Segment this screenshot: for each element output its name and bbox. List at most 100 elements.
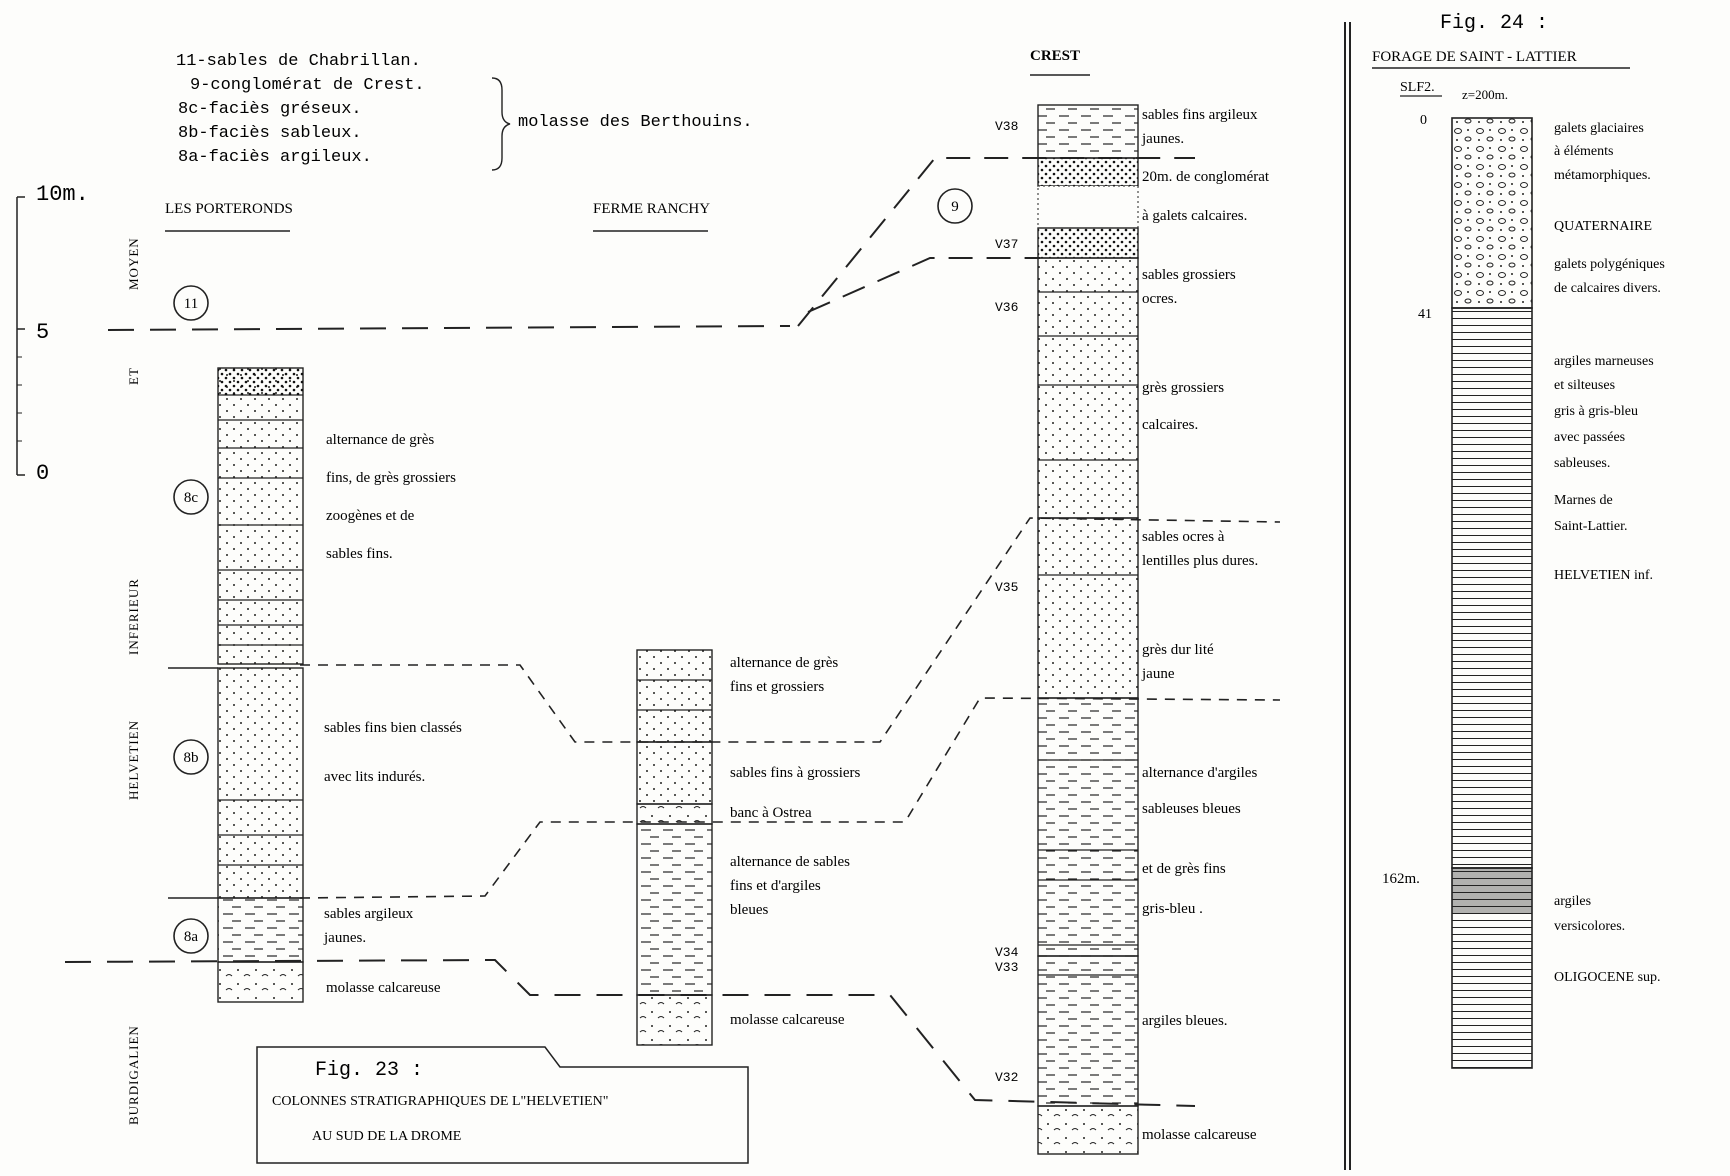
fig24-label: métamorphiques. [1554,168,1651,183]
sample-label: V36 [995,300,1018,315]
stage-moyen: MOYEN [126,237,141,290]
crest-label: jaune [1141,666,1175,682]
fig24-title: Fig. 24 : [1440,12,1548,35]
fig24-label: argiles [1554,894,1591,909]
crest-label: sables ocres à [1142,529,1225,545]
unit-circle [173,479,209,515]
fig24-label: avec passées [1554,430,1625,445]
ranchy-label: sables fins à grossiers [730,765,861,781]
crest-label: sables grossiers [1142,267,1236,283]
ranchy-label: banc à Ostrea [730,805,812,821]
crest-label: 20m. de conglomérat [1142,169,1270,185]
unit-circle [937,188,973,224]
stage-helvetien: HELVETIEN [126,720,141,800]
fig24-label: versicolores. [1554,919,1625,934]
ranchy-label: bleues [730,902,768,918]
legend-item: 9-conglomérat de Crest. [190,76,425,95]
crest-label: lentilles plus dures. [1142,553,1258,569]
scale-mid-label: 5 [36,320,49,345]
unit-circle-label: 8a [184,929,199,945]
crest-label: et de grès fins [1142,861,1226,877]
ranchy-label: alternance de grès [730,655,838,671]
crest-label: sables fins argileux [1142,107,1258,123]
crest-label: argiles bleues. [1142,1013,1228,1029]
fig24-borehole: Fig. 24 : FORAGE DE SAINT - LATTIER SLF2… [1372,12,1630,1069]
fig24-label: galets glaciaires [1554,121,1644,136]
sample-label: V32 [995,1070,1018,1085]
scale-top-label: 10m. [36,182,89,207]
legend-item: 8c-faciès gréseux. [178,100,362,119]
fig24-label: galets polygéniques [1554,257,1665,272]
stage-inferieur: INFERIEUR [126,578,141,655]
unit-circle [173,918,209,954]
fig23-caption: Fig. 23 : COLONNES STRATIGRAPHIQUES DE L… [256,1046,749,1164]
fig23-line1: COLONNES STRATIGRAPHIQUES DE L"HELVETIEN… [272,1094,608,1109]
porteronds-title: LES PORTERONDS [165,201,293,217]
scale-bar: 10m. 5 0 [16,182,89,486]
legend-item: 8a-faciès argileux. [178,148,372,167]
sample-label: V35 [995,580,1018,595]
porteronds-column [217,367,304,1003]
stage-burdigalien: BURDIGALIEN [126,1025,141,1125]
crest-label: alternance d'argiles [1142,765,1257,781]
legend-brace [491,77,511,171]
crest-column [1037,104,1139,1155]
legend-item: 8b-faciès sableux. [178,124,362,143]
ranchy-column [636,649,713,1046]
fig24-label: de calcaires divers. [1554,281,1661,296]
unit-circle-label: 8b [184,750,199,766]
fig24-code: SLF2. [1400,80,1435,95]
fig24-label: QUATERNAIRE [1554,219,1652,234]
unit-circle-label: 11 [184,296,198,312]
ranchy-label: fins et grossiers [730,679,824,695]
sample-label: V38 [995,119,1018,134]
fig24-labels: galets glaciaires à éléments métamorphiq… [1554,121,1665,985]
fig23-line2: AU SUD DE LA DROME [312,1129,461,1144]
ranchy-label: fins et d'argiles [730,878,821,894]
porteronds-label: alternance de grès [326,432,434,448]
fig24-label: gris à gris-bleu [1554,404,1638,419]
fig23-title: Fig. 23 : [315,1059,423,1082]
legend-item: 11-sables de Chabrillan. [176,52,421,71]
ranchy-labels: alternance de grès fins et grossiers sab… [730,655,861,1028]
crest-samples: V38 V37 V36 V35 V34 V33 V32 [995,119,1019,1085]
porteronds-label: sables fins. [326,546,393,562]
crest-title: CREST [1030,48,1080,64]
porteronds-label: sables fins bien classés [324,720,462,736]
unit-circle [173,739,209,775]
fig24-label: Saint-Lattier. [1554,519,1627,534]
circle-markers: 11 8c 8b 8a 9 [173,188,973,954]
fig24-label: HELVETIEN inf. [1554,568,1653,583]
porteronds-label: molasse calcareuse [326,980,441,996]
porteronds-label: sables argileux [324,906,414,922]
porteronds-label: jaunes. [323,930,366,946]
legend: 11-sables de Chabrillan. 9-conglomérat d… [176,52,753,171]
fig24-elevation: z=200m. [1462,87,1508,102]
ranchy-label: molasse calcareuse [730,1012,845,1028]
ranchy-label: alternance de sables [730,854,850,870]
unit-circle-label: 8c [184,490,199,506]
stage-et: ET [126,367,141,385]
fig24-depth: 41 [1418,307,1432,322]
sample-label: V34 [995,945,1019,960]
stage-labels: MOYEN ET INFERIEUR HELVETIEN BURDIGALIEN [126,237,141,1125]
crest-label: ocres. [1142,291,1177,307]
unit-circle [173,285,209,321]
crest-label: à galets calcaires. [1142,208,1247,224]
porteronds-label: avec lits indurés. [324,769,425,785]
fig24-depth: 0 [1420,113,1427,128]
porteronds-label: zoogènes et de [326,508,415,524]
fig24-label: argiles marneuses [1554,354,1654,369]
crest-label: sableuses bleues [1142,801,1241,817]
fig24-depth: 162m. [1382,871,1420,887]
crest-label: jaunes. [1141,131,1184,147]
crest-labels: sables fins argileux jaunes. 20m. de con… [1141,107,1270,1143]
scale-bottom-label: 0 [36,461,49,486]
crest-label: molasse calcareuse [1142,1127,1257,1143]
legend-group-label: molasse des Berthouins. [518,113,753,132]
fig24-label: à éléments [1554,144,1613,159]
fig24-heading: FORAGE DE SAINT - LATTIER [1372,49,1577,65]
sample-label: V33 [995,960,1018,975]
sample-label: V37 [995,237,1018,252]
